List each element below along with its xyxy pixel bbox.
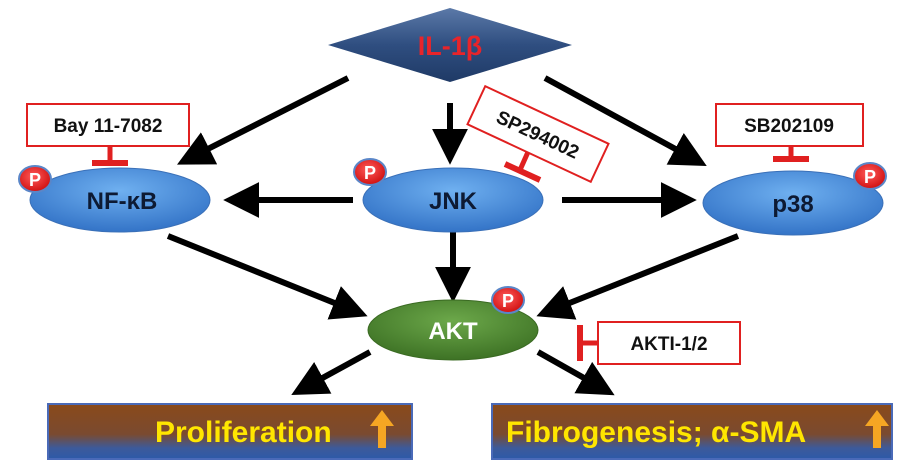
- phospho-badge-jnk: [353, 158, 387, 186]
- node-akt-label: AKT: [428, 318, 478, 345]
- inhibitor-sp-stem: [517, 150, 531, 172]
- node-akt: AKT P: [367, 286, 539, 361]
- outcome-fibrogenesis: Fibrogenesis; α-SMA: [491, 403, 893, 460]
- node-nfkb: NF-κB P: [18, 165, 211, 233]
- stimulus-il1b: IL-1β: [328, 8, 572, 82]
- arrow-il1b-to-nfkb: [177, 75, 350, 165]
- node-jnk-label: JNK: [429, 188, 478, 215]
- phospho-label-nfkb: P: [29, 170, 41, 190]
- arrow-nfkb-to-akt: [166, 233, 368, 320]
- inhibitor-bay: Bay 11-7082: [26, 103, 190, 166]
- up-arrow-icon: [865, 410, 889, 448]
- phospho-badge-p38: [853, 162, 887, 190]
- inhibitor-sb: SB202109: [715, 103, 864, 162]
- arrow-akt-to-proliferation: [291, 349, 372, 396]
- node-nfkb-label: NF-κB: [87, 188, 158, 215]
- pathway-arrows: [166, 75, 740, 396]
- phospho-label-akt: P: [502, 291, 514, 311]
- node-p38: p38 P: [702, 162, 887, 236]
- outcome-proliferation-label: Proliferation: [155, 416, 332, 449]
- outcome-proliferation: Proliferation: [47, 403, 413, 460]
- inhibitor-akti-label: AKTI-1/2: [630, 334, 707, 355]
- inhibitor-sb-label: SB202109: [744, 116, 834, 137]
- phospho-badge-nfkb: [18, 165, 52, 193]
- node-jnk: JNK P: [353, 158, 544, 233]
- up-arrow-icon: [370, 410, 394, 448]
- stimulus-label: IL-1β: [418, 31, 482, 61]
- phospho-badge-akt: [491, 286, 525, 314]
- inhibitor-sp-bar: [503, 161, 542, 183]
- outcome-fibrogenesis-label: Fibrogenesis; α-SMA: [506, 416, 806, 449]
- arrow-il1b-to-p38: [543, 75, 707, 167]
- inhibitor-bay-label: Bay 11-7082: [54, 116, 163, 137]
- node-p38-label: p38: [772, 191, 813, 218]
- arrow-p38-to-akt: [536, 233, 740, 320]
- phospho-label-p38: P: [864, 167, 876, 187]
- phospho-label-jnk: P: [364, 163, 376, 183]
- inhibitor-akti: AKTI-1/2: [577, 321, 741, 365]
- arrow-akt-to-fibrogenesis: [536, 349, 615, 396]
